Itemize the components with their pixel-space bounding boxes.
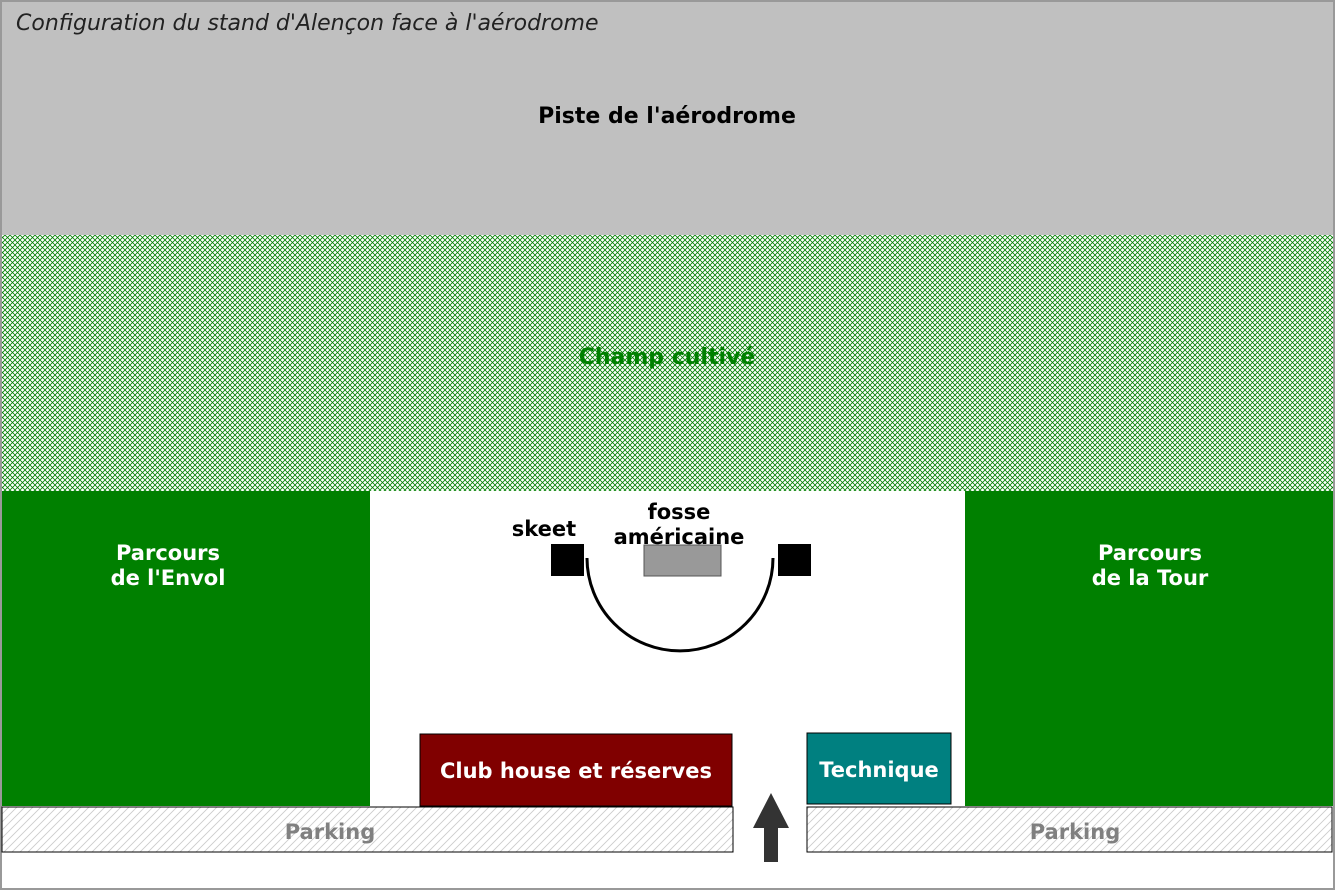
- technique-building: [806, 732, 952, 805]
- course-tour: [965, 491, 1333, 806]
- parking-left-label: Parking: [285, 820, 376, 844]
- course-envol-label-line2: de l'Envol: [111, 566, 226, 590]
- map-caption: Configuration du stand d'Alençon face à …: [16, 11, 599, 36]
- skeet-label: skeet: [512, 517, 576, 541]
- runway-label: Piste de l'aérodrome: [538, 104, 796, 129]
- course-envol-label-line1: Parcours: [116, 541, 220, 565]
- entrance-arrow-icon: [753, 793, 789, 862]
- skeet-high-house: [551, 544, 584, 576]
- skeet-arc: [585, 557, 775, 653]
- runway-area: [2, 2, 1333, 235]
- clubhouse-label: Club house et réserves: [440, 759, 712, 783]
- parking-right: [806, 806, 1333, 853]
- cultivated-field: [2, 235, 1333, 491]
- clubhouse: [419, 733, 733, 807]
- trap-house: [643, 544, 722, 577]
- parking-left: [1, 806, 734, 853]
- trap-label-line1: fosse: [648, 500, 711, 524]
- field-label: Champ cultivé: [579, 345, 756, 370]
- course-tour-label-line2: de la Tour: [1092, 566, 1209, 590]
- technique-label: Technique: [819, 758, 939, 782]
- trap-label-line2: américaine: [614, 525, 745, 549]
- course-envol: [2, 491, 370, 806]
- skeet-low-house: [778, 544, 811, 576]
- course-tour-label-line1: Parcours: [1098, 541, 1202, 565]
- parking-right-label: Parking: [1030, 820, 1121, 844]
